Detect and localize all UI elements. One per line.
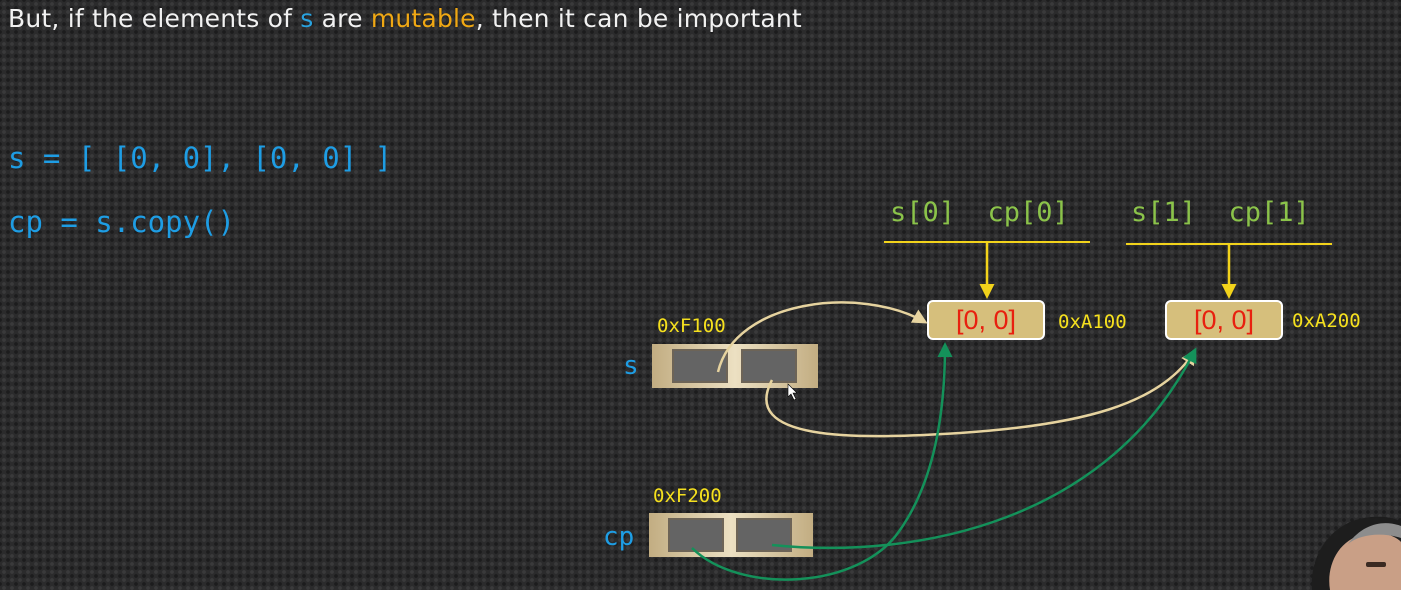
address-container-cp: 0xF200 bbox=[653, 485, 722, 507]
address-inner-list-2: 0xA200 bbox=[1292, 310, 1361, 332]
address-container-s: 0xF100 bbox=[657, 315, 726, 337]
inner-list-2: [0, 0] bbox=[1165, 300, 1283, 340]
code-line-assign-s: s = [ [0, 0], [0, 0] ] bbox=[8, 141, 393, 175]
heading-text-start: But, if the elements of bbox=[8, 4, 301, 33]
ref-label-group-2: s[1] cp[1] bbox=[1131, 197, 1310, 228]
code-line-copy: cp = s.copy() bbox=[8, 205, 235, 239]
variable-name-cp: cp bbox=[603, 522, 635, 552]
heading-text-end: , then it can be important bbox=[475, 4, 802, 33]
heading-variable-s: s bbox=[300, 4, 314, 33]
container-cp-slot-0 bbox=[668, 518, 724, 552]
arrow-cp-slot-1-to-inner-list-2 bbox=[771, 347, 1197, 550]
variable-name-s: s bbox=[623, 351, 639, 381]
heading-text-middle: are bbox=[313, 4, 371, 33]
presenter-face-icon bbox=[1311, 516, 1401, 590]
mouse-cursor-icon bbox=[787, 383, 798, 401]
ref-label-group-1: s[0] cp[0] bbox=[890, 197, 1069, 228]
presenter-video-thumbnail bbox=[1308, 514, 1401, 590]
container-s-slot-1 bbox=[741, 349, 797, 383]
arrow-cp-slot-0-to-inner-list-1 bbox=[691, 342, 953, 581]
container-s bbox=[652, 344, 818, 388]
arrow-s-slot-1-to-inner-list-2 bbox=[765, 349, 1196, 438]
heading-keyword-mutable: mutable bbox=[370, 4, 476, 33]
address-inner-list-1: 0xA100 bbox=[1058, 311, 1127, 333]
arrow-s-slot-0-to-inner-list-1 bbox=[716, 301, 928, 373]
slide-heading: But, if the elements of s are mutable, t… bbox=[8, 4, 802, 33]
inner-list-1: [0, 0] bbox=[927, 300, 1045, 340]
